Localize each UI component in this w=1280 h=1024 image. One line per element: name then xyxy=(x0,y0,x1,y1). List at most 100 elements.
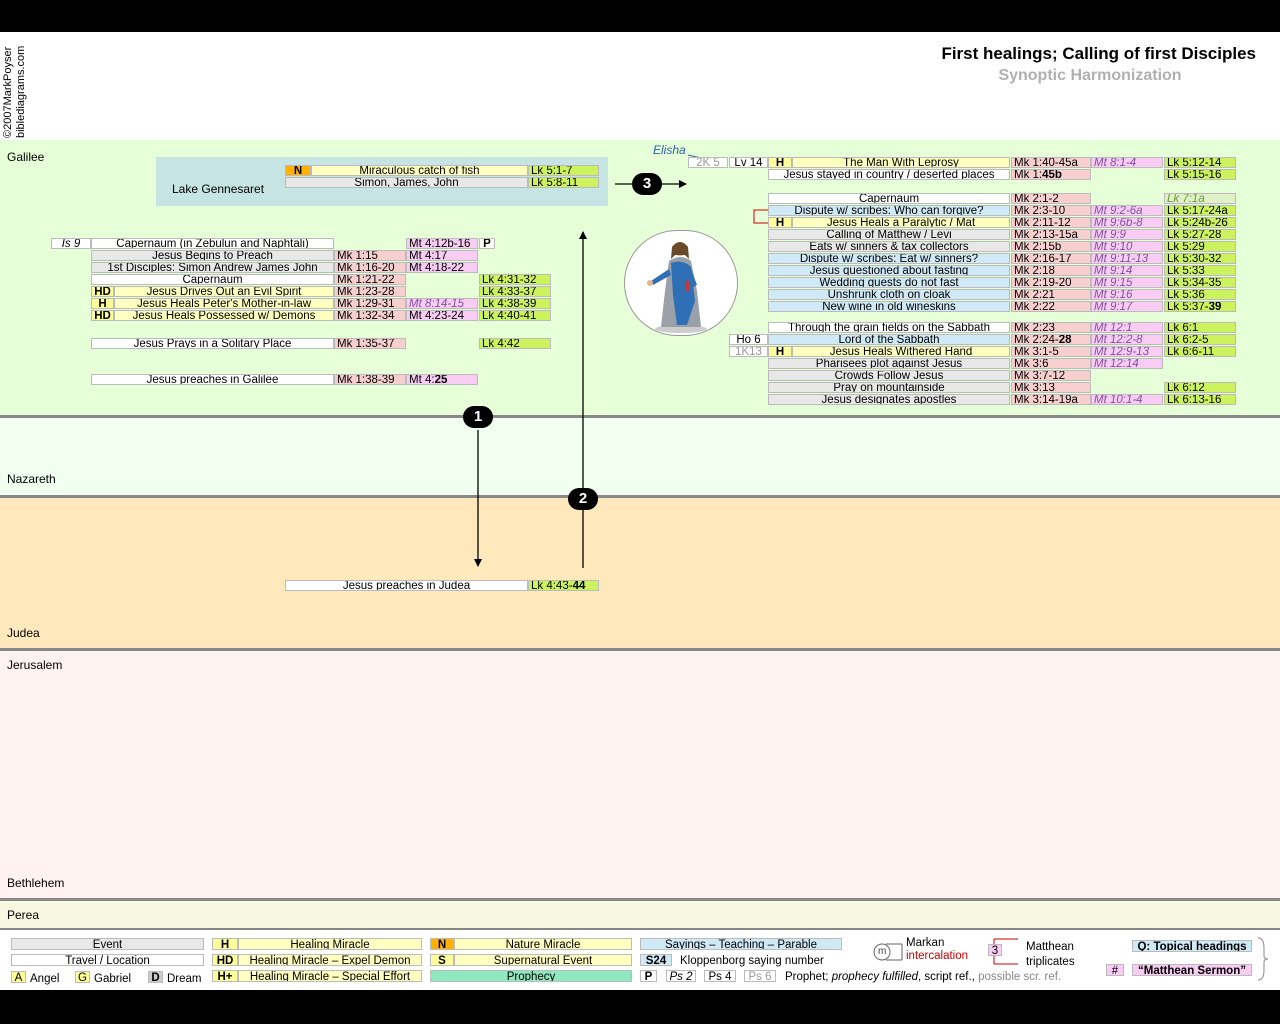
matthew-ref: Mt 4:18-22 xyxy=(406,262,478,273)
mark-ref: Mk 2:15b xyxy=(1011,241,1091,252)
markan-intercalation-icon xyxy=(873,943,903,961)
legend-q-topical: Q: Topical headings xyxy=(1132,940,1252,952)
marker-1: 1 xyxy=(463,406,493,428)
legend-ps2: Ps 2 xyxy=(666,970,696,982)
event-cell: Jesus stayed in country / deserted place… xyxy=(768,169,1010,180)
luke-ref: Lk 7:1a xyxy=(1164,193,1236,204)
legend-hplus-tag: H+ xyxy=(212,970,238,982)
jesus-figure-circle xyxy=(624,230,738,336)
luke-ref: Lk 4:31-32 xyxy=(479,274,551,285)
luke-ref: Lk 5:34-35 xyxy=(1164,277,1236,288)
ref-part-bold: 44 xyxy=(572,580,586,591)
luke-ref: Lk 6:2-5 xyxy=(1164,334,1236,345)
mark-ref: Mk 3:14-19a xyxy=(1011,394,1091,405)
region-label-galilee: Galilee xyxy=(7,150,45,164)
event-cell: Crowds Follow Jesus xyxy=(768,370,1010,381)
mark-ref: Mk 2:3-10 xyxy=(1011,205,1091,216)
matthew-ref: Mt 12:9-13 xyxy=(1091,346,1163,357)
ref-part: Mk 2:24- xyxy=(1014,334,1059,345)
legend-angel: Angel xyxy=(30,973,60,985)
region-label-jerusalem: Jerusalem xyxy=(7,658,63,672)
ref-part: Lk 5:37- xyxy=(1167,301,1209,312)
ref-part: Mk 1: xyxy=(1014,169,1043,180)
event-cell: Jesus Heals Withered Hand xyxy=(792,346,1010,357)
matthew-ref: Mt 12:14 xyxy=(1091,358,1163,369)
event-cell: Simon, James, John xyxy=(285,177,528,188)
scripture-ref-ho6: Ho 6 xyxy=(729,334,768,345)
legend-hd-tag: HD xyxy=(212,954,238,966)
event-cell: Jesus Drives Out an Evil Spirit xyxy=(114,286,334,297)
matthew-ref: Mt 9:10 xyxy=(1091,241,1163,252)
healing-demon-tag: HD xyxy=(91,310,114,321)
intercalation-bracket xyxy=(753,209,768,224)
mark-ref: Mk 3:6 xyxy=(1011,358,1091,369)
matthew-ref: Mt 9:16 xyxy=(1091,289,1163,300)
luke-ref: Lk 4:40-41 xyxy=(479,310,551,321)
ref-part-bold: 45b xyxy=(1042,169,1062,180)
healing-tag: H xyxy=(768,217,792,228)
separator xyxy=(0,495,1280,498)
legend-sayings: Sayings – Teaching – Parable xyxy=(640,938,842,950)
legend-matthean: Matthean xyxy=(1026,941,1074,953)
legend-dream-tag: D xyxy=(148,971,163,983)
legend-n-tag: N xyxy=(430,938,454,950)
mark-ref: Mk 2:21 xyxy=(1011,289,1091,300)
legend-hplus: Healing Miracle – Special Effort xyxy=(238,970,422,982)
mark-ref: Mk 3:1-5 xyxy=(1011,346,1091,357)
legend-brace xyxy=(1257,937,1269,981)
mark-ref: Mk 1:35-37 xyxy=(334,338,406,349)
legend-gabriel-tag: G xyxy=(75,971,90,983)
scripture-ref-1k13: 1K13 xyxy=(729,346,768,357)
healing-demon-tag: HD xyxy=(91,286,114,297)
matthew-ref: Mt 9:11-13 xyxy=(1091,253,1163,264)
event-cell: Jesus questioned about fasting xyxy=(768,265,1010,276)
separator xyxy=(0,648,1280,651)
mark-ref: Mk 1:23-28 xyxy=(334,286,406,297)
legend-prophecy: Prophecy xyxy=(430,970,632,982)
luke-ref: Lk 5:27-28 xyxy=(1164,229,1236,240)
legend-prophet-text: Prophet; prophecy fulfilled, script ref.… xyxy=(785,971,1061,983)
event-cell: The Man With Leprosy xyxy=(792,157,1010,168)
mark-ref: Mk 2:19-20 xyxy=(1011,277,1091,288)
legend-s-tag: S xyxy=(430,954,454,966)
luke-ref: Lk 5:36 xyxy=(1164,289,1236,300)
legend-kloppenborg: Kloppenborg saying number xyxy=(680,955,824,967)
luke-ref: Lk 6:6-11 xyxy=(1164,346,1236,357)
jesus-figure-icon xyxy=(647,242,707,333)
mark-ref: Mk 2:22 xyxy=(1011,301,1091,312)
event-cell: Capernaum (in Zebulun and Naphtali) xyxy=(91,238,334,249)
luke-ref: Lk 5:33 xyxy=(1164,265,1236,276)
luke-ref: Lk 4:33-37 xyxy=(479,286,551,297)
legend-s: Supernatural Event xyxy=(454,954,632,966)
healing-tag: H xyxy=(768,157,792,168)
jerusalem-band xyxy=(0,650,1280,900)
event-cell: Jesus Heals Possessed w/ Demons xyxy=(114,310,334,321)
luke-ref: Lk 6:1 xyxy=(1164,322,1236,333)
mark-ref: Mk 1:32-34 xyxy=(334,310,406,321)
event-cell: Jesus Prays in a Solitary Place xyxy=(91,338,334,349)
luke-ref: Lk 6:13-16 xyxy=(1164,394,1236,405)
ref-part-bold: 28 xyxy=(1058,334,1072,345)
judea-band xyxy=(0,497,1280,650)
legend-markan: Markan xyxy=(906,937,945,949)
mark-ref: Mk 1:15 xyxy=(334,250,406,261)
page-title: First healings; Calling of first Discipl… xyxy=(941,44,1256,63)
legend-prophecy-fulfilled: prophecy fulfilled xyxy=(831,971,918,983)
prophet-tag: P xyxy=(479,238,495,249)
mark-ref: Mk 2:24-28 xyxy=(1011,334,1091,345)
luke-ref: Lk 5:17-24a xyxy=(1164,205,1236,216)
mark-ref: Mk 2:18 xyxy=(1011,265,1091,276)
region-label-bethlehem: Bethlehem xyxy=(7,876,65,890)
diagram-page: Galilee Nazareth Judea Jerusalem Bethleh… xyxy=(0,32,1280,990)
mark-ref: Mk 1:45b xyxy=(1011,169,1091,180)
luke-ref: Lk 5:37-39 xyxy=(1164,301,1236,312)
legend-n: Nature Miracle xyxy=(454,938,632,950)
region-label-perea: Perea xyxy=(7,908,40,922)
legend-h: Healing Miracle xyxy=(238,938,422,950)
legend-ps4: Ps 4 xyxy=(704,970,736,982)
ref-part-bold: 39 xyxy=(1208,301,1222,312)
legend-triplicates: triplicates xyxy=(1026,956,1075,968)
matthew-ref: Mt 4:12b-16 xyxy=(406,238,478,249)
event-cell: Lord of the Sabbath xyxy=(768,334,1010,345)
healing-tag: H xyxy=(91,298,114,309)
